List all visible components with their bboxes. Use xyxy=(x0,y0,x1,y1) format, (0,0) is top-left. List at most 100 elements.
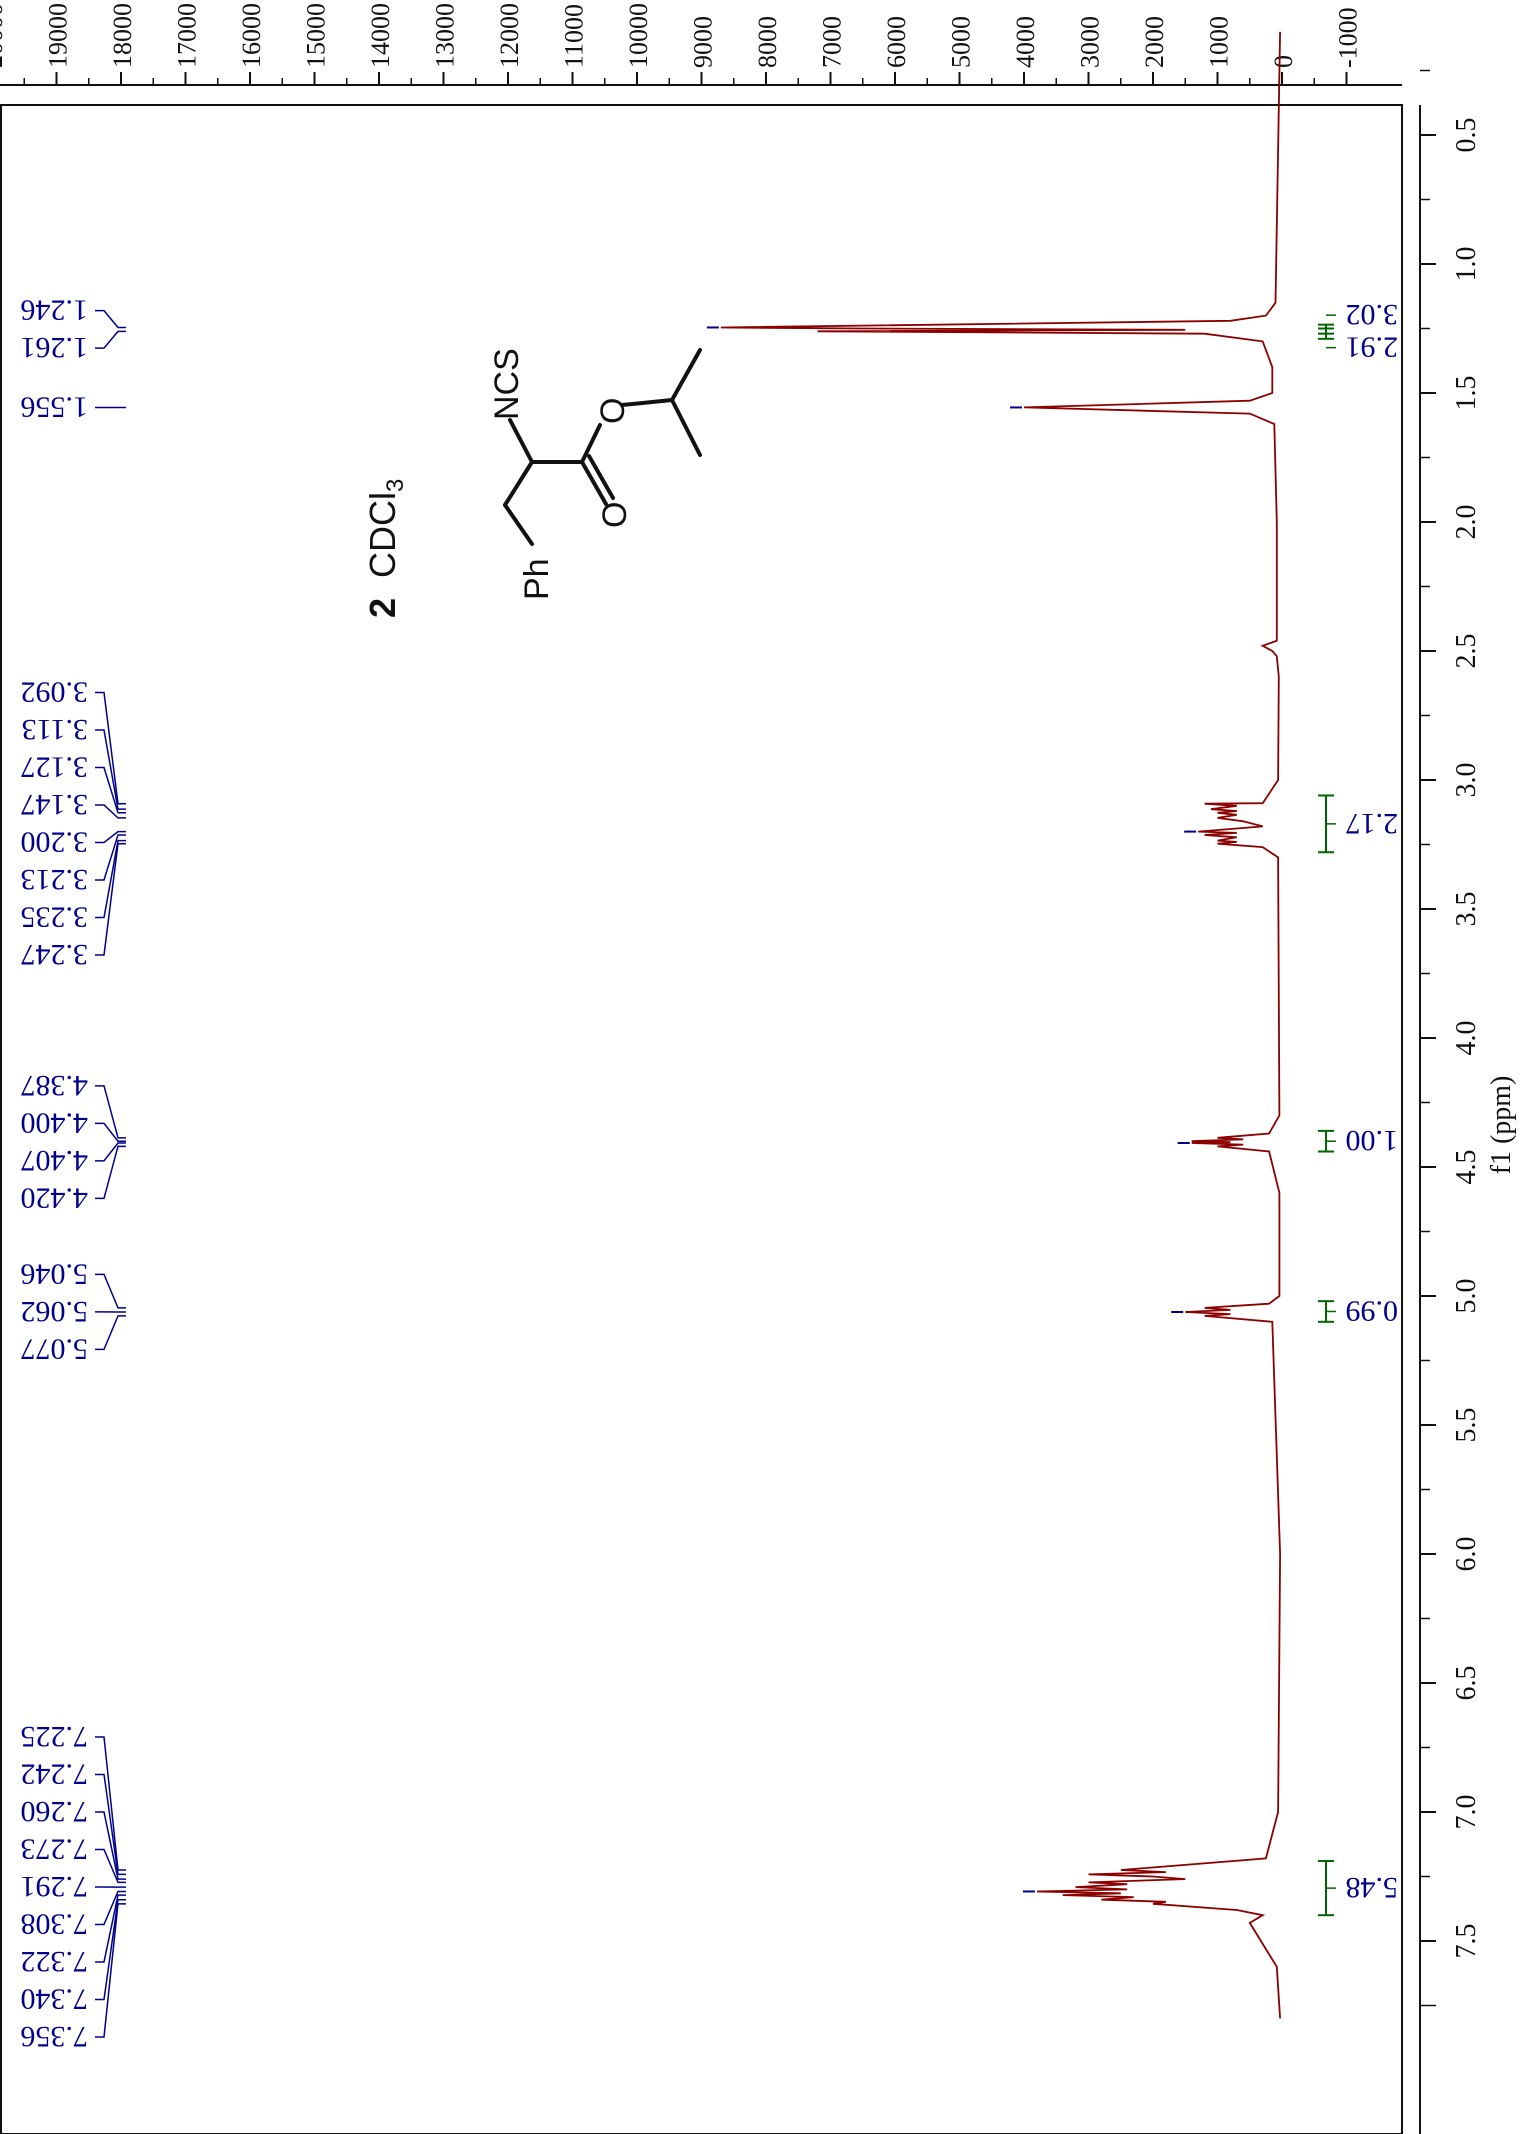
intensity-tick-label: 13000 xyxy=(431,3,460,68)
intensity-tick-label: 8000 xyxy=(753,16,782,68)
ppm-tick-label: 7.5 xyxy=(1451,1924,1482,1959)
ppm-tick-label: 3.0 xyxy=(1451,763,1482,798)
peak-label: 3.092 xyxy=(21,675,89,708)
peak-label-connector xyxy=(95,1122,126,1142)
intensity-tick-label-wrap: 15000 xyxy=(302,3,331,68)
peak-markers xyxy=(706,326,1197,1893)
integral-value: 2.91 xyxy=(1346,331,1399,364)
peak-label: 7.273 xyxy=(21,1832,89,1865)
peak-label-wrap: 1.246 xyxy=(21,294,89,327)
intensity-tick-label: -1000 xyxy=(1334,7,1363,68)
peak-label-wrap: 7.291 xyxy=(21,1870,89,1903)
bond-ch-me2 xyxy=(670,398,702,457)
peak-label: 3.247 xyxy=(21,938,89,971)
ppm-tick-label: 1.5 xyxy=(1451,376,1482,411)
peak-label-connector xyxy=(95,729,126,810)
ppm-tick-label: 3.5 xyxy=(1451,892,1482,927)
peak-label-connector xyxy=(95,1890,126,1926)
ppm-tick-label: 2.0 xyxy=(1451,505,1482,540)
peak-label-connector xyxy=(95,309,126,329)
intensity-tick-label-wrap: 5000 xyxy=(947,16,976,68)
intensity-tick-label: 19000 xyxy=(44,3,73,68)
peak-label-connector xyxy=(95,1903,126,2038)
peak-label: 1.246 xyxy=(21,294,89,327)
intensity-tick-label: 5000 xyxy=(947,16,976,68)
peak-label-wrap: 5.046 xyxy=(21,1257,89,1290)
integral-label-wrap: 5.48 xyxy=(1346,1871,1399,1904)
integral-label-wrap: 2.17 xyxy=(1346,807,1399,840)
ppm-tick-label-wrap: 0.5 xyxy=(1451,118,1482,153)
intensity-tick-label: 0 xyxy=(1269,55,1298,68)
peak-label-connector xyxy=(95,1811,126,1880)
sample-annotation: 2 CDCl3 xyxy=(362,479,409,618)
intensity-tick-label-wrap: -1000 xyxy=(1334,7,1363,68)
solvent-subscript: 3 xyxy=(382,479,409,492)
intensity-tick-label-wrap: 12000 xyxy=(495,3,524,68)
peak-label: 4.387 xyxy=(21,1069,89,1102)
peak-label: 7.308 xyxy=(21,1907,89,1940)
integral-value: 2.17 xyxy=(1346,807,1399,840)
intensity-tick-label: 9000 xyxy=(689,16,718,68)
ppm-tick-label-wrap: 2.0 xyxy=(1451,505,1482,540)
ppm-tick-label-wrap: 5.0 xyxy=(1451,1279,1482,1314)
peak-label: 7.340 xyxy=(21,1982,89,2015)
peak-label: 5.046 xyxy=(21,1257,89,1290)
peak-label-connector xyxy=(95,691,126,805)
peak-label: 7.291 xyxy=(21,1870,89,1903)
bond-ph-ch2 xyxy=(503,503,534,546)
molecule-labels: Ph NCS O O xyxy=(488,348,634,600)
peak-label-wrap: 7.260 xyxy=(21,1795,89,1828)
intensity-tick-label: 7000 xyxy=(818,16,847,68)
peak-label-connector xyxy=(95,1145,126,1200)
peak-label-connector xyxy=(95,830,126,844)
integral-label-wrap: 1.00 xyxy=(1346,1124,1399,1157)
peak-label-connector xyxy=(95,842,126,956)
ppm-axis-title-wrap: f1 (ppm) xyxy=(1486,1076,1517,1175)
bond-c-o-double xyxy=(580,460,608,506)
ppm-tick-label: 6.5 xyxy=(1451,1666,1482,1701)
ppm-tick-label: 5.0 xyxy=(1451,1279,1482,1314)
spectrum-trace xyxy=(720,31,1282,2019)
ppm-tick-label-wrap: 5.5 xyxy=(1451,1408,1482,1443)
ppm-tick-label-wrap: 1.0 xyxy=(1451,247,1482,282)
peak-label-connector xyxy=(95,1085,126,1139)
plot-border xyxy=(0,104,1403,2134)
intensity-tick-label: 12000 xyxy=(495,3,524,68)
bond-calpha-n xyxy=(508,418,534,464)
intensity-tick-label-wrap: 19000 xyxy=(44,3,73,68)
peak-label-connector xyxy=(95,834,126,881)
ph-label: Ph xyxy=(518,558,556,600)
ppm-tick-label-wrap: 4.0 xyxy=(1451,1021,1482,1056)
ppm-tick-label: 6.0 xyxy=(1451,1537,1482,1572)
peak-label-wrap: 4.387 xyxy=(21,1069,89,1102)
intensity-tick-label-wrap: 9000 xyxy=(689,16,718,68)
solvent-label: CDCl3 xyxy=(362,479,409,578)
intensity-tick-label-wrap: 16000 xyxy=(237,3,266,68)
peak-label-wrap: 3.113 xyxy=(22,713,88,746)
peak-label: 5.062 xyxy=(21,1295,89,1328)
integral-value: 5.48 xyxy=(1346,1871,1399,1904)
peak-label-connector xyxy=(95,1736,126,1871)
peak-label: 5.077 xyxy=(21,1332,89,1365)
ppm-tick-label-wrap: 1.5 xyxy=(1451,376,1482,411)
ester-oxygen-label: O xyxy=(594,398,632,424)
integral-label-wrap: 2.91 xyxy=(1346,331,1399,364)
peak-label: 4.420 xyxy=(21,1181,89,1214)
integral-value: 3.02 xyxy=(1346,298,1399,331)
peak-label-wrap: 3.200 xyxy=(21,825,89,858)
integral-label-wrap: 0.99 xyxy=(1346,1294,1399,1327)
ppm-tick-label: 4.0 xyxy=(1451,1021,1482,1056)
ppm-axis: 0.51.01.52.02.53.03.54.04.55.05.56.06.57… xyxy=(1419,69,1482,2134)
peak-label-wrap: 7.242 xyxy=(21,1757,89,1790)
intensity-tick-label: 14000 xyxy=(366,3,395,68)
intensity-tick-label: 16000 xyxy=(237,3,266,68)
intensity-axis: -100001000200030004000500060007000800090… xyxy=(0,3,1402,86)
plot-frame xyxy=(0,104,1403,2134)
molecule-structure xyxy=(503,348,702,546)
peak-label-wrap: 7.356 xyxy=(21,2020,89,2053)
ppm-axis-title: f1 (ppm) xyxy=(1486,1076,1517,1175)
peak-label: 7.242 xyxy=(21,1757,89,1790)
ppm-tick-label: 1.0 xyxy=(1451,247,1482,282)
intensity-tick-label-wrap: 20000 xyxy=(0,3,8,68)
